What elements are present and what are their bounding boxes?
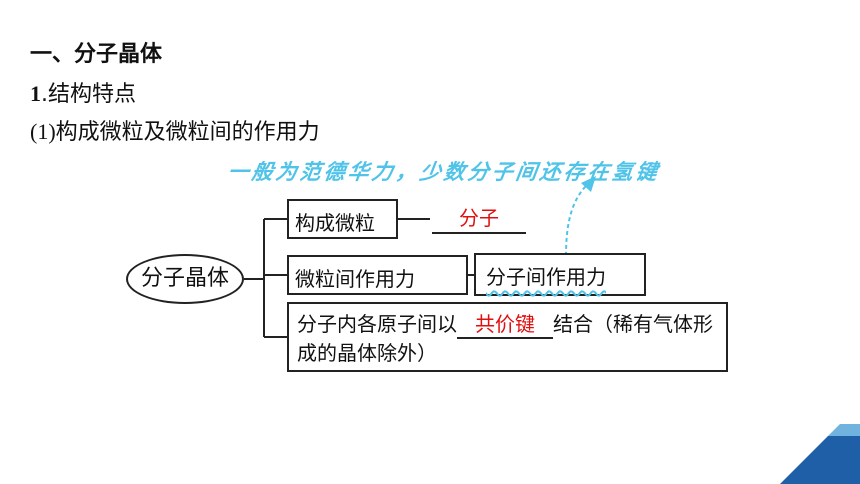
force-box: 微粒间作用力 <box>287 255 468 295</box>
bond-answer: 共价键 <box>457 311 553 339</box>
subheading-number: 1 <box>30 81 41 106</box>
bond-suffix: 结合（稀有气体形成的晶体除外） <box>297 312 713 365</box>
subheading: 1.结构特点 <box>30 76 136 108</box>
force-answer: 分子间作用力 <box>486 265 606 289</box>
sub-subheading: (1)构成微粒及微粒间的作用力 <box>30 114 320 146</box>
corner-light-shape <box>828 424 860 436</box>
composition-answer: 分子 <box>432 204 526 234</box>
sub-subheading-text: 构成微粒及微粒间的作用力 <box>55 120 320 145</box>
composition-box: 构成微粒 <box>287 199 398 239</box>
arrowhead-icon <box>581 176 596 192</box>
bond-prefix: 分子内各原子间以 <box>297 312 457 336</box>
dashed-arrow <box>565 181 591 257</box>
corner-decoration <box>780 424 860 484</box>
force-answer-box: 分子间作用力 <box>474 253 646 296</box>
root-oval: 分子晶体 <box>126 254 244 304</box>
section-heading: 一、分子晶体 <box>30 42 163 67</box>
bond-box: 分子内各原子间以共价键结合（稀有气体形成的晶体除外） <box>287 302 728 372</box>
corner-dark-shape <box>780 436 860 484</box>
sub-subheading-number: (1) <box>30 119 56 144</box>
subheading-text: .结构特点 <box>41 82 136 107</box>
